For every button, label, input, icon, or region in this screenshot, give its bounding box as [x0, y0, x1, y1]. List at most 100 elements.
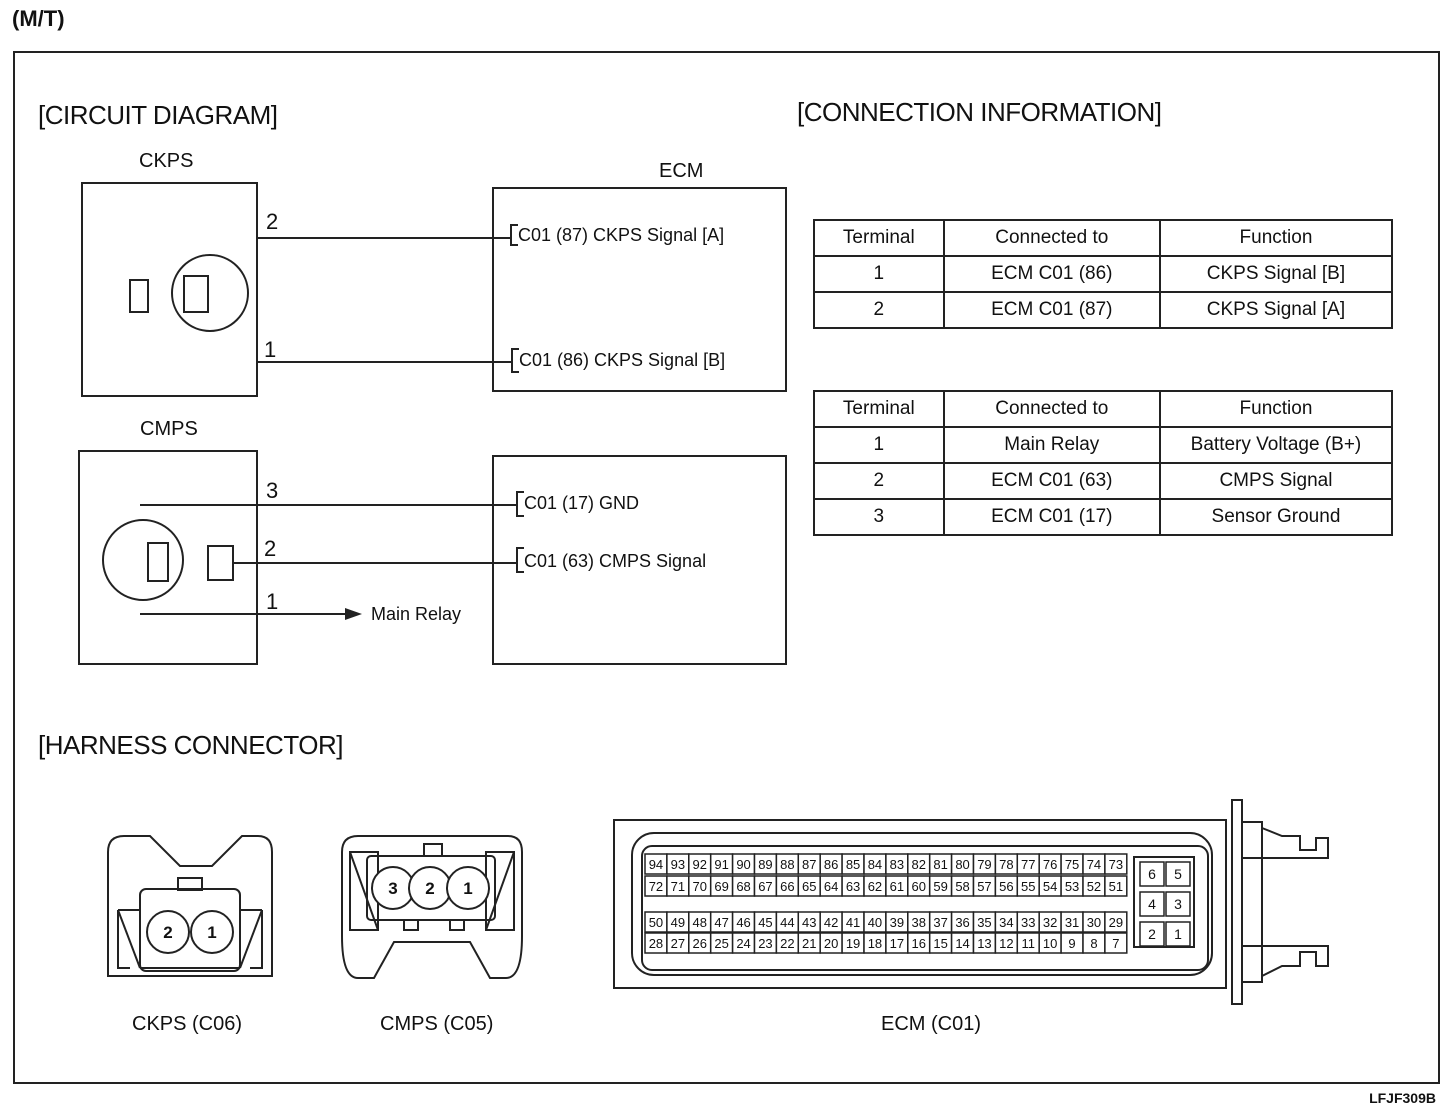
ckps-wire-1-label: 1	[264, 337, 277, 362]
ecm-pin-label: 51	[1109, 879, 1123, 894]
cell-connected-to: ECM C01 (17)	[942, 498, 1161, 536]
ecm-pin-label: 82	[912, 857, 926, 872]
ecm-small-pin-cell	[1139, 921, 1165, 947]
ecm-pin-label: 81	[933, 857, 947, 872]
ecm-pin-63-label: C01 (63) CMPS Signal	[524, 551, 707, 571]
ecm-pin-label: 25	[714, 936, 728, 951]
ecm-pin-label: 49	[671, 915, 685, 930]
ecm-pin-label: 19	[846, 936, 860, 951]
ecm-pin-label: 79	[977, 857, 991, 872]
ecm-box-top	[492, 187, 787, 392]
ecm-pin-label: 22	[780, 936, 794, 951]
ecm-pin-label: 80	[955, 857, 969, 872]
ecm-pin-label: 86	[824, 857, 838, 872]
cell-terminal: 1	[813, 255, 945, 293]
ecm-pin-label: 84	[868, 857, 882, 872]
ecm-pin-label: 36	[955, 915, 969, 930]
ecm-pin-label: 53	[1065, 879, 1079, 894]
cmps-wire-3-label: 3	[266, 478, 279, 503]
cell-connected-to: Main Relay	[942, 426, 1161, 464]
ecm-pin-label: 59	[933, 879, 947, 894]
ecm-harness-outline	[613, 799, 1329, 1005]
ecm-pin-label: 46	[736, 915, 750, 930]
ckps-harness-outline	[107, 835, 273, 977]
cell-function: CMPS Signal	[1158, 462, 1394, 500]
ecm-pin-label: 10	[1043, 936, 1057, 951]
ecm-pin-label: 43	[802, 915, 816, 930]
ecm-pin-label: 65	[802, 879, 816, 894]
ecm-pin-label: 24	[736, 936, 750, 951]
ecm-pin-label: 29	[1109, 915, 1123, 930]
ecm-pin-label: 76	[1043, 857, 1057, 872]
ecm-pin-label: 85	[846, 857, 860, 872]
ecm-small-pin-label: 3	[1174, 896, 1182, 912]
ecm-pin-label: 73	[1109, 857, 1123, 872]
ecm-pin-label: 78	[999, 857, 1013, 872]
cmps-label: CMPS	[140, 418, 198, 440]
ecm-pin-label: 39	[890, 915, 904, 930]
cmps-connection-table: Terminal Connected to Function 1 Main Re…	[813, 390, 1394, 536]
ecm-connector-caption: ECM (C01)	[881, 1013, 982, 1035]
ecm-pin-label: 40	[868, 915, 882, 930]
cmps-connector-caption: CMPS (C05)	[380, 1013, 494, 1035]
cmps-box	[78, 450, 258, 665]
ecm-pin-label: 44	[780, 915, 794, 930]
ecm-pin-label: 89	[758, 857, 772, 872]
cmps-pin-1-label: 1	[463, 879, 472, 898]
ecm-pin-label: 52	[1087, 879, 1101, 894]
ecm-small-pin-label: 5	[1174, 866, 1182, 882]
ecm-small-pin-label: 4	[1148, 896, 1156, 912]
ecm-pin-label: 11	[1022, 936, 1036, 951]
ckps-pin-2	[146, 910, 190, 954]
ecm-pin-label: 58	[955, 879, 969, 894]
cmps-wire-1-label: 1	[266, 589, 279, 614]
ecm-pin-label: 71	[671, 879, 685, 894]
diagram-frame	[13, 51, 1440, 1084]
ecm-pin-label: 35	[977, 915, 991, 930]
ecm-pin-label: 70	[693, 879, 707, 894]
table-row: 1 Main Relay Battery Voltage (B+)	[813, 426, 1394, 464]
ecm-pin-label: 13	[977, 936, 991, 951]
cell-terminal: 1	[813, 426, 945, 464]
ecm-pin-label: 57	[977, 879, 991, 894]
ecm-small-pin-label: 1	[1174, 926, 1182, 942]
ecm-pin-label: 54	[1043, 879, 1057, 894]
ecm-pin-label: 34	[999, 915, 1013, 930]
ecm-pin-label: 26	[693, 936, 707, 951]
ecm-pin-label: 38	[912, 915, 926, 930]
transmission-label: (M/T)	[12, 6, 65, 31]
ecm-pin-label: 21	[802, 936, 816, 951]
ecm-pin-label: 56	[999, 879, 1013, 894]
cmps-wire-2-label: 2	[264, 536, 277, 561]
ecm-pin-cell	[1104, 911, 1128, 933]
ecm-pin-label: 92	[693, 857, 707, 872]
ecm-pin-87-label: C01 (87) CKPS Signal [A]	[518, 225, 725, 245]
ecm-pin-cell	[1104, 932, 1128, 954]
ecm-pin-86-label: C01 (86) CKPS Signal [B]	[519, 350, 726, 370]
ecm-pin-label: 7	[1112, 936, 1119, 951]
ecm-pin-label: 45	[758, 915, 772, 930]
cell-terminal: 3	[813, 498, 945, 536]
ecm-pin-label: 50	[649, 915, 663, 930]
ecm-pin-label: 62	[868, 879, 882, 894]
ecm-pin-label: 42	[824, 915, 838, 930]
ecm-pin-label: 63	[846, 879, 860, 894]
ecm-small-pin-label: 2	[1148, 926, 1156, 942]
ecm-pin-label: 15	[933, 936, 947, 951]
table-header-row: Terminal Connected to Function	[813, 219, 1394, 257]
ecm-pin-label: 41	[846, 915, 860, 930]
ecm-pin-label: 55	[1021, 879, 1035, 894]
ecm-pin-label: 64	[824, 879, 838, 894]
ecm-pin-label: 9	[1068, 936, 1075, 951]
table-row: 3 ECM C01 (17) Sensor Ground	[813, 498, 1394, 536]
ecm-pin-label: 48	[693, 915, 707, 930]
ckps-sensor-pin	[129, 279, 149, 313]
ecm-pin-label: 66	[780, 879, 794, 894]
ckps-pin-1-label: 1	[207, 923, 216, 942]
ecm-pin-label: 20	[824, 936, 838, 951]
ecm-pin-label: 47	[714, 915, 728, 930]
ckps-connection-table: Terminal Connected to Function 1 ECM C01…	[813, 219, 1394, 329]
ecm-pin-label: 8	[1090, 936, 1097, 951]
